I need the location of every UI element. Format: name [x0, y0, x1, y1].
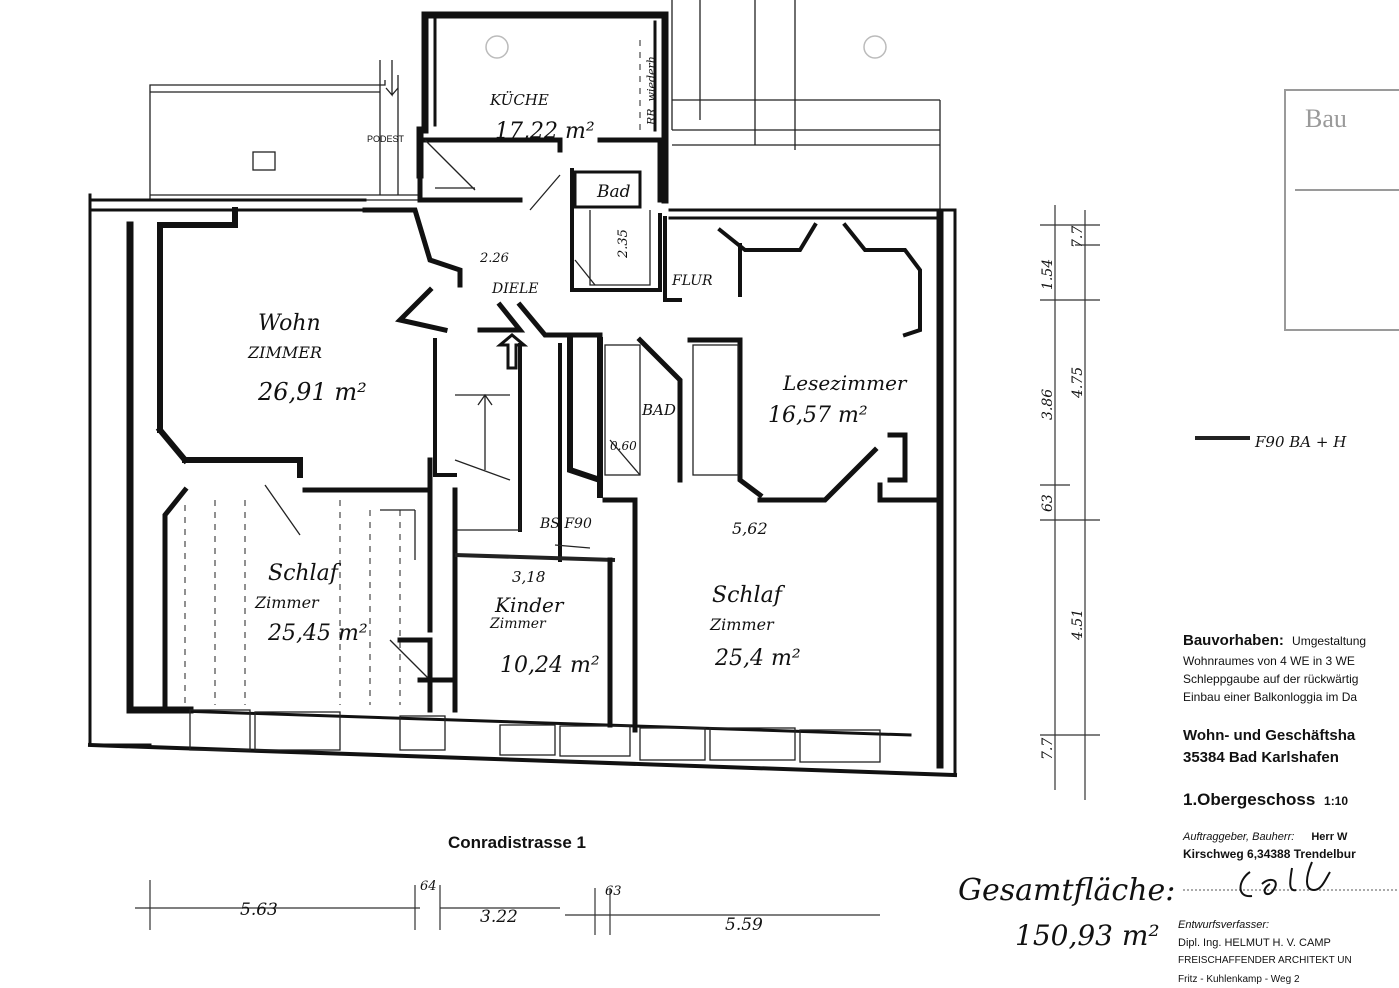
- bs-f90-note: BS F90: [539, 516, 592, 532]
- total-area-label: Gesamtfläche:: [958, 873, 1175, 908]
- lese-label: Lesezimmer: [782, 371, 908, 395]
- wohn-label-2: ZIMMER: [247, 343, 322, 362]
- bad-mid-label: BAD: [641, 401, 676, 419]
- podest-label: PODEST: [367, 134, 405, 144]
- lese-area: 16,57 m²: [768, 403, 868, 428]
- building-line-2: 35384 Bad Karlshafen: [1183, 749, 1339, 766]
- neighbor-outlines: [149, 0, 941, 210]
- vertical-dimensions: 1.54 7.7 3.86 4.75 63 4.51 7.7: [1040, 205, 1100, 800]
- bad-top-label: Bad: [596, 182, 631, 202]
- schlaf-right-label-2: Zimmer: [709, 615, 775, 634]
- signature: [1239, 861, 1331, 898]
- client-name: Herr W: [1311, 831, 1348, 843]
- kinder-label-1: Kinder: [494, 593, 565, 617]
- project-line-4: Einbau einer Balkonloggia im Da: [1183, 690, 1357, 704]
- client-address: Kirschweg 6,34388 Trendelbur: [1183, 847, 1356, 861]
- dim-h-3-22: 3.22: [480, 907, 518, 927]
- kinder-label-2: Zimmer: [489, 616, 547, 632]
- diele-dim: 2.26: [479, 251, 509, 266]
- bad-mid-dim: 0.60: [610, 439, 637, 453]
- fire-rating-legend: F90 BA + H: [1195, 433, 1347, 451]
- wohn-area: 26,91 m²: [257, 378, 367, 406]
- kitchen-walls: [416, 11, 669, 211]
- kitchen-area: 17,22 m²: [495, 119, 595, 144]
- street-name: Conradistrasse 1: [448, 833, 586, 852]
- dim-v-7-7-top: 7.7: [1070, 226, 1086, 248]
- svg-text:Auftraggeber, Bauherr: H: Auftraggeber, Bauherr: Herr W: [1182, 831, 1348, 843]
- dim-h-5-63: 5.63: [240, 900, 278, 920]
- svg-text:1.Obergeschoss 1:10: 1.Obergeschoss 1:10: [1183, 790, 1348, 809]
- project-line-3: Schleppgaube auf der rückwärtig: [1183, 672, 1358, 686]
- kinder-area: 10,24 m²: [500, 653, 600, 678]
- dim-v-1-54: 1.54: [1040, 259, 1056, 290]
- outer-walls: [87, 193, 958, 778]
- project-label: Bauvorhaben:: [1183, 632, 1284, 649]
- punch-hole-right: [863, 35, 887, 59]
- floor-label: 1.Obergeschoss: [1183, 790, 1315, 809]
- designer-line-2: FREISCHAFFENDER ARCHITEKT UN: [1178, 955, 1352, 966]
- room-labels: KÜCHE 17,22 m² RR. wiederh. PODEST Bad 2…: [247, 53, 908, 678]
- schlaf-left-area: 25,45 m²: [267, 621, 368, 646]
- schlaf-right-dim: 5,62: [732, 519, 768, 538]
- dim-v-4-51: 4.51: [1070, 609, 1086, 641]
- schlaf-right-label-1: Schlaf: [712, 583, 786, 608]
- dim-v-3-86: 3.86: [1040, 389, 1056, 420]
- total-area-value: 150,93 m²: [1015, 919, 1160, 952]
- flur-label: FLUR: [671, 273, 713, 289]
- project-line-2: Wohnraumes von 4 WE in 3 WE: [1183, 654, 1355, 668]
- scale-label: 1:10: [1324, 794, 1348, 808]
- horizontal-dimensions: 5.63 64 3.22 63 5.59: [135, 879, 880, 935]
- schlaf-left-label-1: Schlaf: [268, 561, 342, 586]
- schlaf-left-label-2: Zimmer: [254, 593, 320, 612]
- interior-walls: [162, 168, 943, 733]
- bad-top-dim: 2.35: [616, 229, 631, 259]
- diele-label: DIELE: [491, 281, 539, 297]
- dim-h-63: 63: [605, 884, 622, 899]
- kinder-dim: 3,18: [512, 568, 545, 586]
- designer-line-3: Fritz - Kuhlenkamp - Weg 2: [1178, 974, 1300, 985]
- project-line-1: Umgestaltung: [1292, 634, 1366, 648]
- architect-stamp: Bau: [1284, 89, 1399, 331]
- punch-hole-left: [485, 35, 509, 59]
- dim-h-5-59: 5.59: [725, 915, 763, 935]
- designer-line-1: Dipl. Ing. HELMUT H. V. CAMP: [1178, 937, 1331, 949]
- title-block: Bauvorhaben: Umgestaltung Wohnraumes von…: [1178, 632, 1399, 985]
- dim-h-64: 64: [420, 879, 437, 894]
- designer-label: Entwurfsverfasser:: [1178, 919, 1269, 931]
- stamp-text: Bau: [1305, 104, 1347, 133]
- wohn-label-1: Wohn: [258, 311, 321, 336]
- dim-v-63: 63: [1040, 494, 1056, 512]
- svg-text:Bauvorhaben: Umgestaltun: Bauvorhaben: Umgestaltung: [1183, 632, 1366, 649]
- fire-rating-text: F90 BA + H: [1254, 433, 1347, 451]
- kitchen-note: RR. wiederh.: [645, 53, 658, 126]
- dim-v-4-75: 4.75: [1070, 367, 1086, 399]
- kitchen-label: KÜCHE: [489, 91, 549, 109]
- building-line-1: Wohn- und Geschäftsha: [1183, 727, 1356, 744]
- dim-v-7-7-bottom: 7.7: [1040, 738, 1056, 760]
- client-label: Auftraggeber, Bauherr:: [1182, 831, 1294, 843]
- bottom-windows: [189, 709, 881, 763]
- schlaf-right-area: 25,4 m²: [714, 646, 801, 671]
